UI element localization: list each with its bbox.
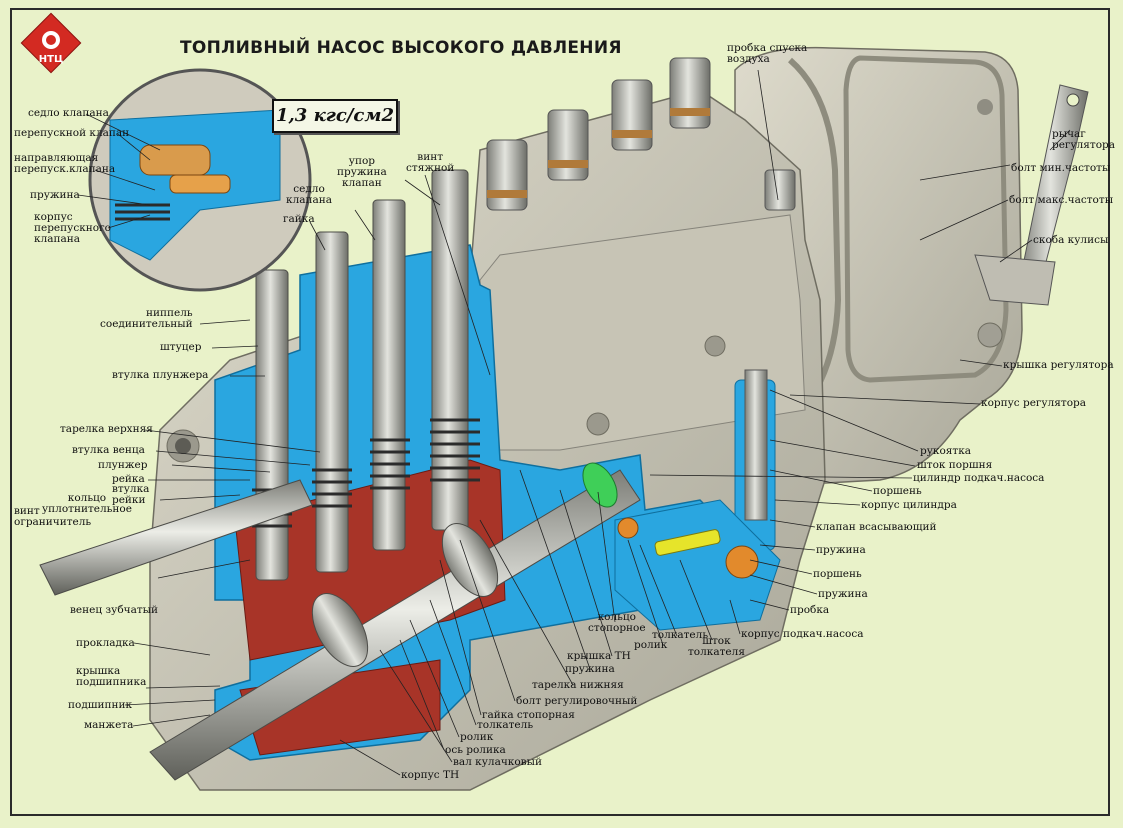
logo-text: НТЦ: [39, 54, 63, 65]
label-intake-valve: клапан всасывающий: [816, 521, 937, 533]
label-seal-ring: кольцо уплотнительное: [42, 492, 132, 515]
label-spring-1: пружина: [30, 189, 80, 201]
ntsch-logo: НТЦ: [20, 12, 82, 74]
label-gasket: прокладка: [76, 637, 135, 649]
bypass-valve-inset: [88, 68, 312, 292]
label-cylinder-body: корпус цилиндра: [861, 499, 957, 511]
label-stop-spring-valve: упор пружина клапан: [337, 155, 387, 189]
label-rocker-bracket: скоба кулисы: [1033, 234, 1109, 246]
label-bearing-cover: крышка подшипника: [76, 665, 147, 688]
label-plunger-sleeve: втулка плунжера: [112, 369, 209, 381]
label-valve-seat-1: седло клапана: [28, 107, 109, 119]
label-bypass-body: корпус перепускного клапана: [34, 211, 111, 245]
label-gear-ring: венец зубчатый: [70, 604, 159, 616]
label-max-speed-bolt: болт макс.частоты: [1009, 194, 1114, 206]
label-rack-sleeve: втулка рейки: [112, 483, 150, 506]
label-ring-sleeve: втулка венца: [72, 444, 145, 456]
label-air-plug: пробка спуска воздуха: [727, 42, 808, 65]
label-cuff: манжета: [84, 719, 134, 731]
leader-lines: [77, 69, 1071, 776]
label-retaining-ring: кольцо стопорное: [588, 611, 646, 634]
label-regulator-cover: крышка регулятора: [1003, 359, 1114, 371]
poster-title: ТОПЛИВНЫЙ НАСОС ВЫСОКОГО ДАВЛЕНИЯ: [180, 38, 622, 58]
label-bearing: подшипник: [68, 699, 133, 711]
label-bypass-valve: перепускной клапан: [14, 127, 130, 139]
label-spring-4: пружина: [565, 663, 615, 675]
label-nut-1: гайка: [283, 213, 315, 225]
label-lower-plate: тарелка нижняя: [532, 679, 624, 691]
label-min-speed-bolt: болт мин.частоты: [1011, 162, 1111, 174]
label-spring-2: пружина: [816, 544, 866, 556]
label-valve-seat-2: седло клапана: [286, 183, 333, 206]
label-limit-screw: винт ограничитель: [14, 505, 92, 528]
label-bypass-guide: направляющая перепуск.клапана: [14, 152, 116, 175]
label-pump-cover: крышка ТН: [567, 650, 631, 662]
label-handle: рукоятка: [920, 445, 972, 457]
label-tie-screw: винт стяжной: [406, 151, 455, 174]
label-lock-nut: гайка стопорная: [482, 709, 575, 721]
label-feed-cylinder: цилиндр подкач.насоса: [913, 472, 1045, 484]
label-regulator-body: корпус регулятора: [981, 397, 1087, 409]
label-rack-1: рейка: [112, 473, 145, 485]
label-piston-1: поршень: [873, 485, 922, 497]
label-plug: пробка: [790, 604, 830, 616]
label-roller-axle: ось ролика: [445, 744, 506, 756]
pressure-value: 1,3 кгс/см2: [272, 99, 398, 133]
label-pump-body: корпус ТН: [401, 769, 460, 781]
label-spring-3: пружина: [818, 588, 868, 600]
label-pusher-1: толкатель: [652, 629, 709, 641]
label-roller-1: ролик: [634, 639, 668, 651]
label-regulator-lever: рычаг регулятора: [1052, 128, 1116, 151]
label-piston-2: поршень: [813, 568, 862, 580]
label-pusher-2: толкатель: [477, 719, 534, 731]
label-roller-2: ролик: [460, 731, 494, 743]
delivery-fittings: [486, 57, 796, 211]
cutaway-section: [39, 169, 781, 781]
label-feed-pump-body: корпус подкач.насоса: [741, 628, 864, 640]
label-plunger: плунжер: [98, 459, 148, 471]
poster-frame: [10, 8, 1110, 816]
label-camshaft: вал кулачковый: [453, 756, 542, 768]
label-nipple: ниппель соединительный: [100, 307, 193, 330]
label-fitting: штуцер: [160, 341, 202, 353]
label-upper-plate: тарелка верхняя: [60, 423, 153, 435]
label-pusher-rod: шток толкателя: [688, 635, 745, 658]
label-piston-rod: шток поршня: [917, 459, 993, 471]
label-adjust-bolt: болт регулировочный: [516, 695, 638, 707]
